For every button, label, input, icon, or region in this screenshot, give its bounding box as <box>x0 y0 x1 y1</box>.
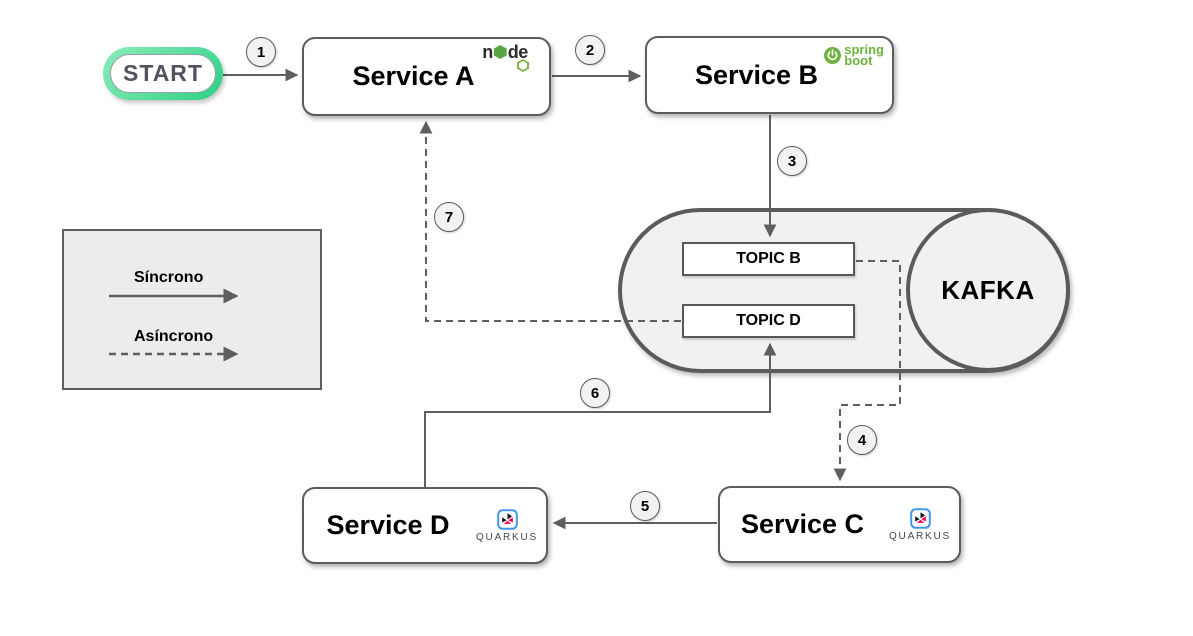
kafka-cylinder-cap: KAFKA <box>906 208 1070 372</box>
step-circle-5: 5 <box>630 491 660 521</box>
service-a-label: Service A <box>352 61 475 91</box>
quarkus-logo-icon: QUARKUS <box>885 507 955 542</box>
step-circle-1: 1 <box>246 37 276 67</box>
quarkus-logo-icon: QUARKUS <box>472 508 542 543</box>
quarkus-logo-label: QUARKUS <box>475 531 539 543</box>
service-b-label: Service B <box>694 59 819 90</box>
legend-dashed-arrow-icon <box>109 346 239 362</box>
legend-box: Síncrono Asíncrono <box>62 229 322 390</box>
step-circle-2: 2 <box>575 35 605 65</box>
spring-logo-line1: spring <box>844 42 884 57</box>
spring-power-icon <box>824 46 842 64</box>
nodejs-hexagon-icon <box>493 45 507 59</box>
nodejs-logo-text-right: de <box>507 42 529 62</box>
step-circle-4: 4 <box>847 425 877 455</box>
service-b-box: Service B spring boot <box>645 36 894 114</box>
step-circle-7: 7 <box>434 202 464 232</box>
legend-solid-arrow-icon <box>109 288 239 304</box>
topic-d-box: TOPIC D <box>682 304 855 338</box>
legend-async-label: Asíncrono <box>134 328 214 345</box>
start-node: START <box>103 47 223 100</box>
service-c-label: Service C <box>740 509 865 539</box>
service-d-label: Service D <box>326 510 450 540</box>
start-label: START <box>123 60 203 86</box>
quarkus-logo-label: QUARKUS <box>888 530 952 542</box>
legend-sync-label: Síncrono <box>134 269 204 286</box>
topic-d-label: TOPIC D <box>736 312 801 329</box>
step-circle-3: 3 <box>777 146 807 176</box>
spring-logo-line2: boot <box>844 53 873 68</box>
quarkus-mark-icon <box>496 508 518 530</box>
step-circle-6: 6 <box>580 378 610 408</box>
nodejs-logo-text-left: n <box>482 42 493 62</box>
service-d-box: Service D QUARKUS <box>302 487 548 564</box>
topic-b-box: TOPIC B <box>682 242 855 276</box>
nodejs-badge-icon <box>517 59 529 72</box>
kafka-label: KAFKA <box>941 274 1035 305</box>
service-c-box: Service C QUARKUS <box>718 486 961 563</box>
quarkus-mark-icon <box>909 507 931 529</box>
spring-boot-logo-icon: spring boot <box>824 42 884 68</box>
topic-b-label: TOPIC B <box>736 250 801 267</box>
